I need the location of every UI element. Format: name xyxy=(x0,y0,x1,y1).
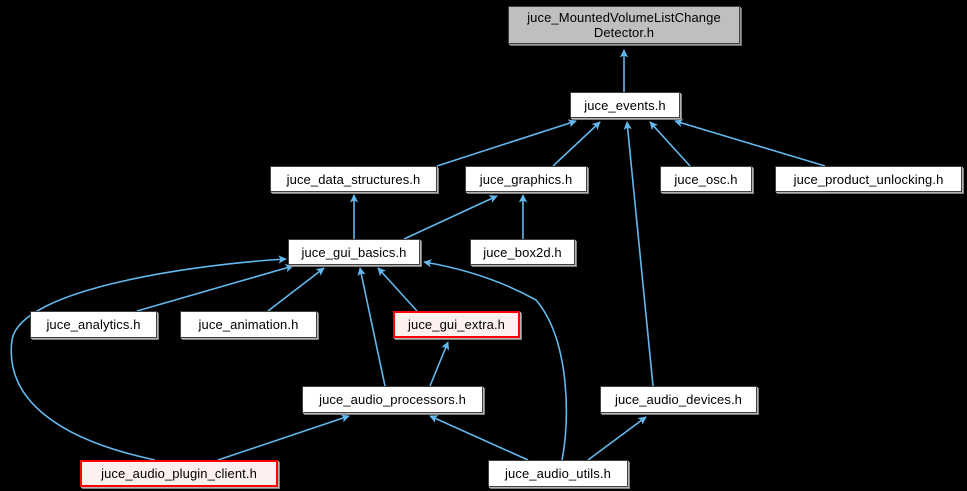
edge-audiodevices-to-events xyxy=(623,121,654,387)
node-label-events: juce_events.h xyxy=(584,97,666,113)
edge-productunlocking-to-events xyxy=(674,119,826,167)
node-label-guiextra: juce_gui_extra.h xyxy=(408,317,505,332)
node-datastructures[interactable]: juce_data_structures.h xyxy=(270,166,437,192)
edge-audiopluginclient-to-guibasics xyxy=(10,255,287,461)
edge-audioprocessors-to-guibasics xyxy=(357,267,386,387)
edge-audiopluginclient-to-audioprocessors xyxy=(217,414,350,461)
edges-group xyxy=(10,49,826,461)
edge-guibasics-to-graphics xyxy=(403,195,498,240)
edge-audioutils-to-guibasics xyxy=(423,259,568,461)
node-label-graphics: juce_graphics.h xyxy=(479,171,573,187)
node-label-audioprocessors: juce_audio_processors.h xyxy=(319,392,466,407)
node-mounted[interactable]: juce_MountedVolumeListChange Detector.h xyxy=(508,6,740,44)
node-audioutils[interactable]: juce_audio_utils.h xyxy=(488,460,628,487)
node-label-box2d: juce_box2d.h xyxy=(483,244,562,260)
node-analytics[interactable]: juce_analytics.h xyxy=(30,311,157,338)
node-osc[interactable]: juce_osc.h xyxy=(660,166,752,192)
node-label-audiodevices: juce_audio_devices.h xyxy=(614,392,743,407)
node-audiodevices[interactable]: juce_audio_devices.h xyxy=(600,386,757,413)
node-label-audiopluginclient: juce_audio_plugin_client.h xyxy=(101,466,257,481)
edge-animation-to-guibasics xyxy=(267,267,325,312)
node-guiextra[interactable]: juce_gui_extra.h xyxy=(393,311,520,338)
edge-audioutils-to-audioprocessors xyxy=(429,415,529,461)
node-graphics[interactable]: juce_graphics.h xyxy=(465,166,587,192)
node-guibasics[interactable]: juce_gui_basics.h xyxy=(288,239,420,265)
edge-osc-to-events xyxy=(649,121,691,167)
node-label-osc: juce_osc.h xyxy=(674,171,738,187)
node-label-datastructures: juce_data_structures.h xyxy=(286,171,421,187)
edge-audioutils-to-audiodevices xyxy=(587,416,647,461)
edge-audioprocessors-to-guiextra xyxy=(429,341,450,387)
node-label-productunlocking: juce_product_unlocking.h xyxy=(793,171,944,187)
node-animation[interactable]: juce_animation.h xyxy=(180,311,317,338)
node-events[interactable]: juce_events.h xyxy=(570,92,680,118)
node-audioprocessors[interactable]: juce_audio_processors.h xyxy=(302,386,483,413)
node-box2d[interactable]: juce_box2d.h xyxy=(470,239,575,265)
edge-graphics-to-events xyxy=(552,121,601,167)
node-label-audioutils: juce_audio_utils.h xyxy=(505,466,611,481)
edge-analytics-to-guibasics xyxy=(136,264,294,312)
node-productunlocking[interactable]: juce_product_unlocking.h xyxy=(775,166,962,192)
node-audiopluginclient[interactable]: juce_audio_plugin_client.h xyxy=(80,460,278,487)
node-label-guibasics: juce_gui_basics.h xyxy=(301,244,407,260)
edge-guiextra-to-guibasics xyxy=(377,267,418,312)
node-label-mounted: juce_MountedVolumeListChange Detector.h xyxy=(527,10,721,40)
node-label-animation: juce_animation.h xyxy=(198,317,299,332)
node-label-analytics: juce_analytics.h xyxy=(46,317,141,332)
edge-datastructures-to-events xyxy=(436,119,577,167)
